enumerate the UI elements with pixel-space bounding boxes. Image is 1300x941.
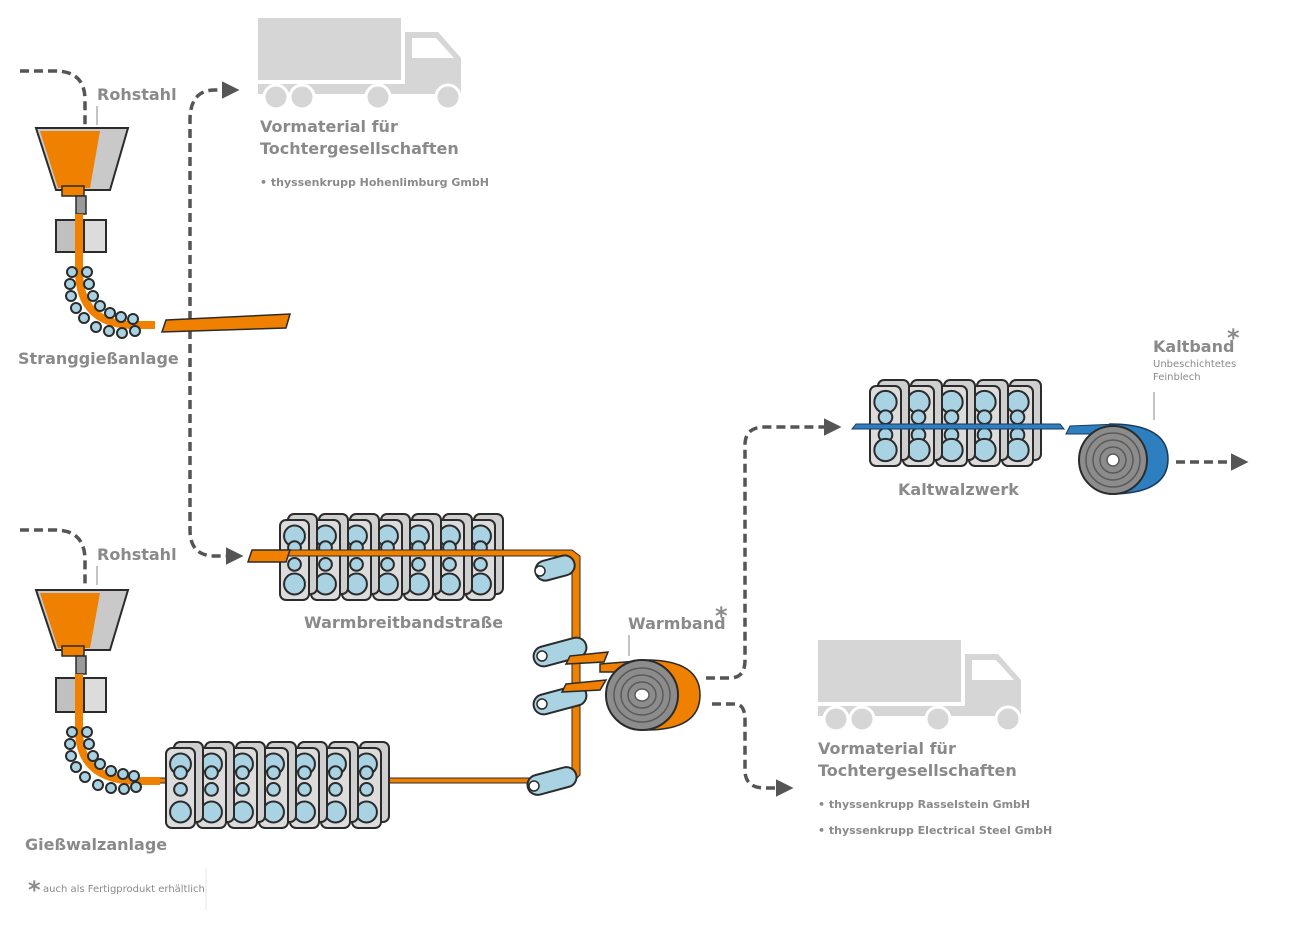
right-vormaterial-title-2: Tochtergesellschaften xyxy=(818,761,1017,780)
mill-stand xyxy=(258,741,297,829)
top-strand xyxy=(64,214,155,339)
cold-mill-label: Kaltwalzwerk xyxy=(898,480,1019,499)
coil-icon xyxy=(599,659,701,731)
coil-icon xyxy=(1065,423,1169,495)
truck-icon xyxy=(818,640,1022,733)
deflector-rolls xyxy=(526,554,610,796)
mill-stand xyxy=(351,741,390,829)
kaltband-star: * xyxy=(1227,324,1240,352)
mill-stand-icon xyxy=(165,741,390,829)
mill-stand-icon xyxy=(279,513,504,601)
flow-to-hot-mill xyxy=(188,330,244,565)
cold-strip-in xyxy=(850,423,1066,430)
warmband-label: Warmband xyxy=(628,614,726,633)
mill-stand xyxy=(869,379,910,467)
ladle-icon xyxy=(34,589,130,675)
kaltband-label: Kaltband xyxy=(1153,337,1234,356)
mill-stand xyxy=(196,741,235,829)
mold-icon xyxy=(55,219,107,253)
bottom-plant-label: Gießwalzanlage xyxy=(25,835,167,854)
truck-icon xyxy=(258,18,462,111)
flow-to-truck-right xyxy=(712,702,794,797)
flow-to-cold-mill xyxy=(706,418,842,680)
footnote-star: * xyxy=(28,876,41,904)
mill-stand xyxy=(320,741,359,829)
bottom-rohstahl-label: Rohstahl xyxy=(97,545,177,564)
top-rohstahl-label: Rohstahl xyxy=(97,85,177,104)
warmband-star: * xyxy=(715,602,728,630)
mill-stand xyxy=(227,741,266,829)
slab-icon xyxy=(160,313,292,333)
top-subsidiary-1: • thyssenkrupp Hohenlimburg GmbH xyxy=(260,176,489,189)
mold-icon xyxy=(55,677,107,713)
hot-mill-label: Warmbreitbandstraße xyxy=(304,613,503,632)
right-subsidiary-1: • thyssenkrupp Rasselstein GmbH xyxy=(818,798,1030,811)
mill-stand-icon xyxy=(869,379,1042,467)
flow-lines xyxy=(20,69,1249,797)
mill-stand xyxy=(165,741,204,829)
flow-to-truck-top xyxy=(188,81,240,320)
top-vormaterial-title-2: Tochtergesellschaften xyxy=(260,139,459,158)
top-vormaterial-title-1: Vormaterial für xyxy=(260,117,398,136)
bottom-strand xyxy=(64,674,160,795)
right-vormaterial-title-1: Vormaterial für xyxy=(818,739,956,758)
kaltband-sub-1: Unbeschichtetes xyxy=(1153,359,1236,370)
kaltband-sub-2: Feinblech xyxy=(1153,372,1201,383)
footnote-text: auch als Fertigprodukt erhältlich xyxy=(43,884,205,895)
flow-rohstahl-bottom xyxy=(20,528,87,585)
ladle-icon xyxy=(34,127,130,215)
right-subsidiary-2: • thyssenkrupp Electrical Steel GmbH xyxy=(818,824,1052,837)
top-plant-label: Stranggießanlage xyxy=(18,349,179,368)
flow-rohstahl-top xyxy=(20,69,87,125)
